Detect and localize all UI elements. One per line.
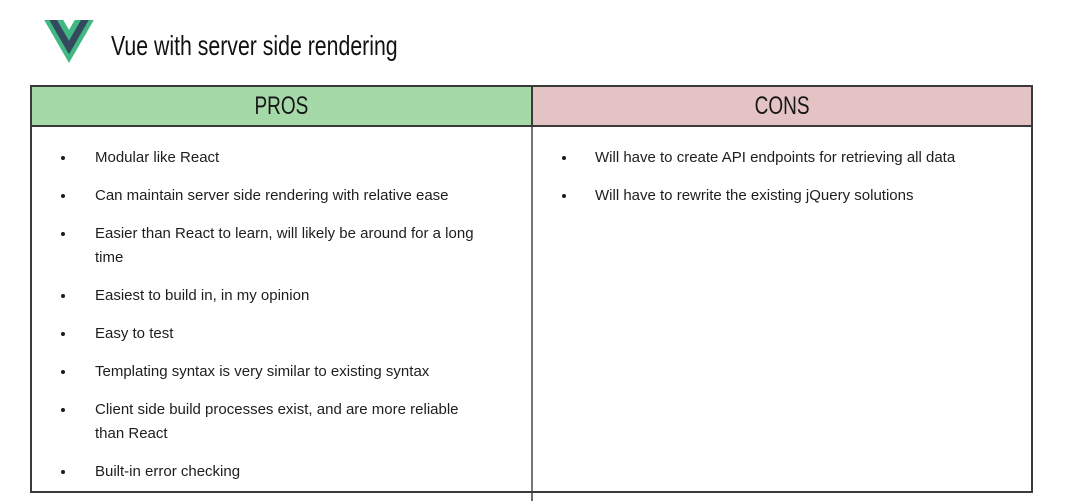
pros-item-text: Easy to test — [95, 325, 174, 342]
pros-header-cell: PROS — [32, 87, 533, 127]
cons-list-item: Will have to rewrite the existing jQuery… — [533, 184, 1031, 208]
pros-list-item: Can maintain server side rendering with … — [32, 184, 531, 208]
pros-item-text: Client side build processes exist, and a… — [95, 401, 459, 442]
pros-list-item: Templating syntax is very similar to exi… — [32, 360, 531, 384]
pros-list-item: Easiest to build in, in my opinion — [32, 284, 531, 308]
vue-logo-icon — [44, 20, 94, 63]
pros-item-text: Built-in error checking — [95, 463, 241, 480]
pros-header-label: PROS — [254, 91, 309, 120]
pros-cons-table: PROS CONS Modular like React Can maintai… — [30, 85, 1033, 493]
pros-list-item: Client side build processes exist, and a… — [32, 398, 531, 446]
bullet-icon — [562, 194, 566, 198]
vue-logo-inner-v — [49, 20, 89, 55]
pros-list-item: Easy to test — [32, 322, 531, 346]
cons-item-text: Will have to create API endpoints for re… — [595, 149, 956, 166]
bullet-icon — [61, 194, 65, 198]
bullet-icon — [61, 408, 65, 412]
pros-list: Modular like React Can maintain server s… — [32, 127, 531, 484]
cons-body-cell: Will have to create API endpoints for re… — [533, 127, 1031, 491]
pros-list-item: Modular like React — [32, 146, 531, 170]
bullet-icon — [61, 332, 65, 336]
bullet-icon — [562, 156, 566, 160]
bullet-icon — [61, 232, 65, 236]
pros-item-text: Modular like React — [95, 149, 220, 166]
bullet-icon — [61, 470, 65, 474]
cons-list: Will have to create API endpoints for re… — [533, 127, 1031, 208]
pros-item-text: Easiest to build in, in my opinion — [95, 287, 310, 304]
page-title: Vue with server side rendering — [111, 30, 398, 61]
cons-header-cell: CONS — [533, 87, 1031, 127]
cons-header-label: CONS — [754, 91, 810, 120]
cons-list-item: Will have to create API endpoints for re… — [533, 146, 1031, 170]
bullet-icon — [61, 294, 65, 298]
pros-item-text: Easier than React to learn, will likely … — [95, 225, 474, 266]
column-divider-tail — [531, 493, 533, 501]
cons-item-text: Will have to rewrite the existing jQuery… — [595, 187, 914, 204]
pros-item-text: Can maintain server side rendering with … — [95, 187, 449, 204]
pros-item-text: Templating syntax is very similar to exi… — [95, 363, 430, 380]
pros-body-cell: Modular like React Can maintain server s… — [32, 127, 533, 491]
pros-list-item: Easier than React to learn, will likely … — [32, 222, 531, 270]
bullet-icon — [61, 156, 65, 160]
bullet-icon — [61, 370, 65, 374]
pros-list-item: Built-in error checking — [32, 460, 531, 484]
